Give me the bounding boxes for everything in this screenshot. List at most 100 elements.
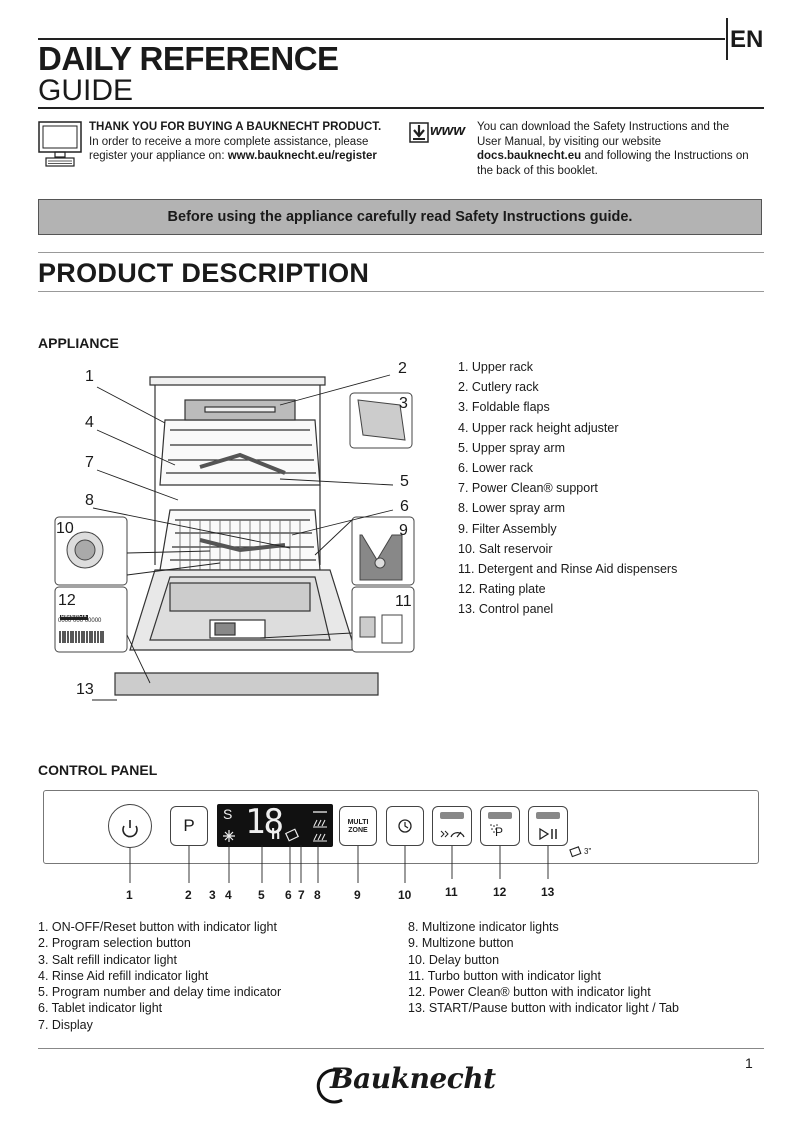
control-callout-8: 8 <box>314 888 321 902</box>
tablet-icon <box>285 828 299 842</box>
power-button[interactable] <box>108 804 152 848</box>
control-callout-10: 10 <box>398 888 412 902</box>
start-pause-button[interactable] <box>528 806 568 846</box>
appliance-callout-6: 6 <box>400 498 409 515</box>
spray-icon <box>490 824 498 833</box>
rinse-aid-icon <box>223 830 235 842</box>
control-legend-left: 1. ON-OFF/Reset button with indicator li… <box>38 919 281 1033</box>
rating-plate-logo-bar <box>60 615 88 620</box>
legend-item: 7. Power Clean® support <box>458 481 598 496</box>
appliance-callout-2: 2 <box>398 360 407 377</box>
play-pause-icon <box>539 827 557 841</box>
brand-logo: Bauknecht <box>330 1062 496 1095</box>
legend-item: 1. ON-OFF/Reset button with indicator li… <box>38 920 277 934</box>
legend-item: 5. Upper spray arm <box>458 440 565 455</box>
legend-item: 1. Upper rack <box>458 360 534 374</box>
salt-indicator: S <box>223 806 233 822</box>
safety-banner: Before using the appliance carefully rea… <box>38 199 762 235</box>
appliance-callout-5: 5 <box>400 473 409 490</box>
section-title: PRODUCT DESCRIPTION <box>38 258 370 288</box>
page-subtitle: GUIDE <box>38 74 134 107</box>
legend-item: 8. Multizone indicator lights <box>408 920 559 934</box>
program-number: 18 <box>245 802 284 842</box>
legend-item: 9. Multizone button <box>408 936 514 951</box>
appliance-callout-7: 7 <box>85 454 94 471</box>
delay-h-indicator: h <box>271 826 281 843</box>
control-callout-6: 6 <box>285 888 292 902</box>
power-icon <box>122 820 138 838</box>
control-leaders <box>129 845 549 883</box>
power-clean-button[interactable]: P <box>480 806 520 846</box>
appliance-callout-3: 3 <box>399 395 408 412</box>
appliance-legend: 1. Upper rack 2. Cutlery rack 3. Foldabl… <box>458 357 677 620</box>
thanks-line: THANK YOU FOR BUYING A BAUKNECHT PRODUCT… <box>89 121 382 133</box>
legend-item: 11. Turbo button with indicator light <box>408 968 601 983</box>
legend-item: 6. Lower rack <box>458 461 534 476</box>
legend-item: 4. Upper rack height adjuster <box>458 420 619 435</box>
brand-logo-mark <box>316 1068 343 1104</box>
legend-item: 10. Delay button <box>408 952 500 967</box>
register-link[interactable]: www.bauknecht.eu/register <box>227 150 377 162</box>
language-code: EN <box>730 26 764 53</box>
section-rule-top <box>38 252 764 253</box>
multizone-label-2: ZONE <box>348 827 368 834</box>
appliance-callout-12: 12 <box>58 592 76 609</box>
legend-item: 4. Rinse Aid refill indicator light <box>38 968 209 983</box>
assistance-line: In order to receive a more complete assi… <box>89 135 369 148</box>
appliance-callout-8: 8 <box>85 492 94 509</box>
legend-item: 5. Program number and delay time indicat… <box>38 985 282 1000</box>
turbo-indicator-light <box>440 812 464 819</box>
turbo-icon <box>440 830 465 838</box>
legend-item: 8. Lower spray arm <box>458 501 565 516</box>
turbo-button[interactable] <box>432 806 472 846</box>
delay-button[interactable] <box>386 806 424 846</box>
intro-right: You can download the Safety Instructions… <box>477 120 767 178</box>
rating-plate-code: 0000 000 00000 <box>58 618 102 624</box>
intro-left: THANK YOU FOR BUYING A BAUKNECHT PRODUCT… <box>89 120 399 164</box>
display: S 18 h <box>217 802 333 847</box>
download-line1: You can download the Safety Instructions… <box>477 121 730 133</box>
control-callout-1: 1 <box>126 888 133 902</box>
lang-divider <box>726 18 728 60</box>
multizone-indicator-icon <box>313 811 327 842</box>
control-callout-9: 9 <box>354 888 361 902</box>
appliance-heading: APPLIANCE <box>38 335 119 351</box>
control-panel-heading: CONTROL PANEL <box>38 762 158 778</box>
tab-tablet-icon <box>569 846 582 858</box>
www-icon-text: www <box>430 122 466 139</box>
download-line2: User Manual, by visiting our website <box>477 135 662 148</box>
download-line4: the back of this booklet. <box>477 164 598 177</box>
control-callout-13: 13 <box>541 885 555 899</box>
download-icon <box>409 122 429 143</box>
footer-rule <box>38 1048 764 1049</box>
legend-item: 12. Rating plate <box>458 582 546 597</box>
control-callout-2: 2 <box>185 888 192 902</box>
appliance-callout-10: 10 <box>56 520 74 537</box>
legend-item: 12. Power Clean® button with indicator l… <box>408 985 651 1000</box>
control-callout-4: 4 <box>225 888 232 902</box>
multizone-button[interactable]: MULTI ZONE <box>339 806 377 846</box>
legend-item: 11. Detergent and Rinse Aid dispensers <box>458 562 678 577</box>
legend-item: 13. START/Pause button with indicator li… <box>408 1001 679 1016</box>
program-button[interactable]: P <box>170 806 208 846</box>
appliance-callout-13: 13 <box>76 681 94 698</box>
control-callout-7: 7 <box>298 888 305 902</box>
legend-item: 13. Control panel <box>458 602 554 617</box>
register-prefix: register your appliance on: <box>89 150 228 162</box>
appliance-callout-4: 4 <box>85 414 94 431</box>
power-clean-label: P <box>495 825 504 839</box>
control-callout-12: 12 <box>493 885 507 899</box>
legend-item: 2. Cutlery rack <box>458 380 539 395</box>
legend-item: 2. Program selection button <box>38 936 191 951</box>
control-callout-5: 5 <box>258 888 265 902</box>
power-clean-indicator-light <box>488 812 512 819</box>
section-rule-bottom <box>38 291 764 292</box>
title-rule <box>38 107 764 109</box>
legend-item: 3. Salt refill indicator light <box>38 952 177 967</box>
control-legend-right: 8. Multizone indicator lights 9. Multizo… <box>408 919 679 1017</box>
docs-link[interactable]: docs.bauknecht.eu <box>477 150 582 162</box>
page-title: DAILY REFERENCE <box>38 40 339 77</box>
download-line3: and following the Instructions on <box>581 150 749 162</box>
legend-item: 9. Filter Assembly <box>458 521 557 536</box>
tab-hint: 3" <box>584 847 592 856</box>
